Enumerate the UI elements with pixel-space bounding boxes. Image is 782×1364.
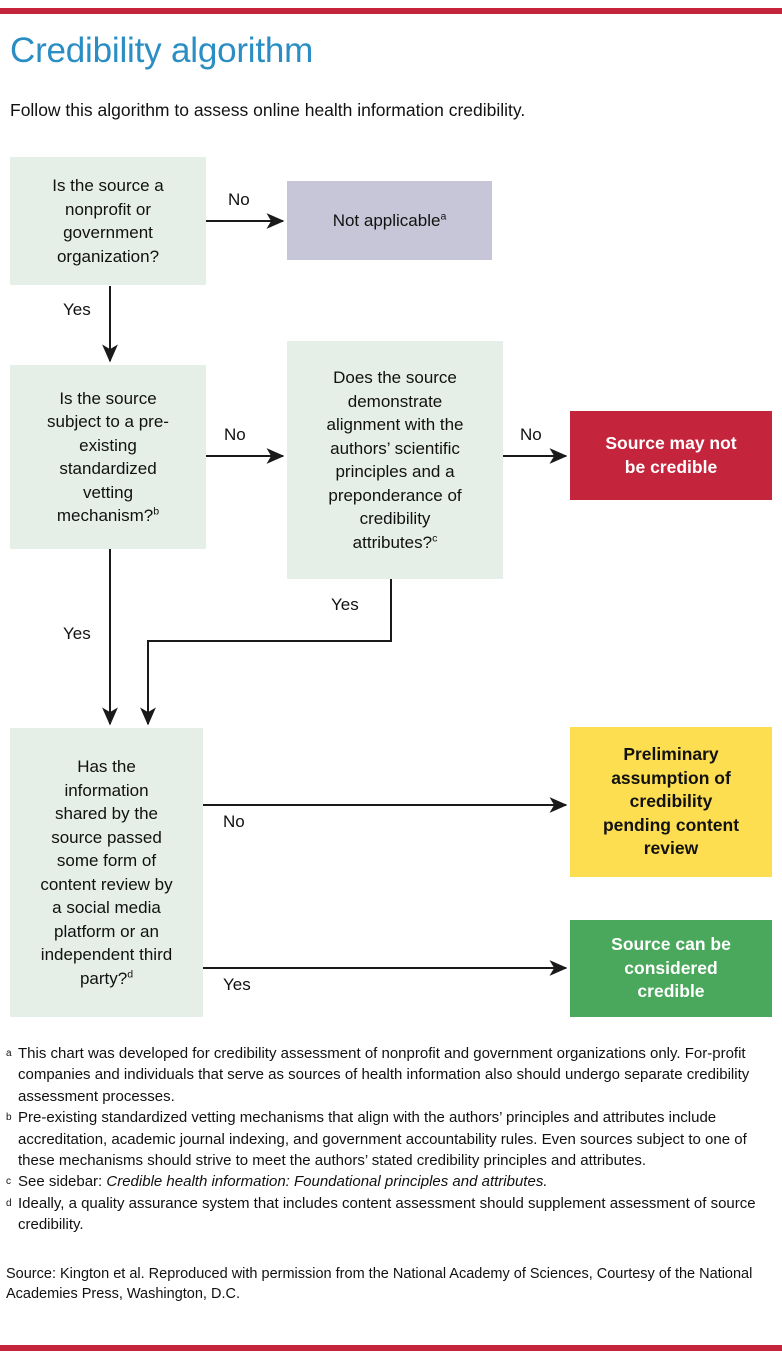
node-text: Is the source a nonprofit or government … bbox=[52, 176, 164, 266]
edge-label-q4-no: No bbox=[223, 812, 245, 831]
node-is-source-nonprofit[interactable]: Is the source a nonprofit or government … bbox=[10, 157, 206, 285]
edge-label-q1-yes: Yes bbox=[63, 300, 91, 319]
footnote-marker: c bbox=[6, 1176, 11, 1188]
top-rule bbox=[0, 8, 782, 14]
node-content-review-passed[interactable]: Has the information shared by the source… bbox=[10, 728, 203, 1017]
source-note: Source: Kington et al. Reproduced with p… bbox=[6, 1266, 753, 1302]
footnote-b: b Pre-existing standardized vetting mech… bbox=[6, 1107, 776, 1171]
footnote-a: a This chart was developed for credibili… bbox=[6, 1043, 776, 1107]
node-text: Source can be considered credible bbox=[611, 934, 731, 1002]
node-preliminary-assumption[interactable]: Preliminary assumption of credibility pe… bbox=[570, 727, 772, 877]
footnote-text: Ideally, a quality assurance system that… bbox=[18, 1194, 756, 1234]
footnote-ref-d: d bbox=[127, 967, 134, 980]
footnote-ref-c: c bbox=[432, 531, 438, 544]
page-subtitle: Follow this algorithm to assess online h… bbox=[10, 100, 526, 120]
footnote-text: See sidebar: bbox=[18, 1173, 107, 1191]
edge-label-q1-no: No bbox=[228, 190, 250, 209]
footnote-italic-title: Credible health information: Foundationa… bbox=[106, 1173, 548, 1191]
node-source-may-not-be-credible[interactable]: Source may not be credible bbox=[570, 411, 772, 500]
footnote-text: This chart was developed for credibility… bbox=[18, 1045, 750, 1105]
node-pre-existing-vetting[interactable]: Is the source subject to a pre- existing… bbox=[10, 365, 206, 549]
node-source-credible[interactable]: Source can be considered credible bbox=[570, 920, 772, 1017]
edge-label-q3-yes: Yes bbox=[331, 595, 359, 614]
node-text: Preliminary assumption of credibility pe… bbox=[602, 744, 740, 859]
node-demonstrates-alignment[interactable]: Does the source demonstrate alignment wi… bbox=[287, 341, 503, 579]
node-text: Does the source demonstrate alignment wi… bbox=[326, 368, 464, 552]
footnote-c: c See sidebar: Credible health informati… bbox=[6, 1171, 776, 1192]
node-not-applicable[interactable]: Not applicablea bbox=[287, 181, 492, 260]
node-text: Has the information shared by the source… bbox=[40, 757, 173, 988]
footnote-marker: a bbox=[6, 1048, 12, 1059]
edge-label-q2-yes: Yes bbox=[63, 624, 91, 643]
bottom-rule bbox=[0, 1345, 782, 1351]
node-text: Is the source subject to a pre- existing… bbox=[47, 388, 169, 526]
page-title: Credibility algorithm bbox=[10, 31, 314, 70]
footnote-marker: b bbox=[6, 1112, 12, 1124]
edge-label-q2-no: No bbox=[224, 425, 246, 444]
edge-label-q3-no: No bbox=[520, 425, 542, 444]
footnotes: a This chart was developed for credibili… bbox=[6, 1043, 776, 1236]
node-text: Source may not be credible bbox=[605, 433, 737, 477]
footnote-marker: d bbox=[6, 1197, 12, 1209]
footnote-ref-a: a bbox=[440, 210, 447, 223]
footnote-d: d Ideally, a quality assurance system th… bbox=[6, 1193, 776, 1236]
footnote-ref-b: b bbox=[153, 505, 160, 518]
edge-label-q4-yes: Yes bbox=[223, 975, 251, 994]
node-text: Not applicablea bbox=[332, 210, 447, 230]
footnote-text: Pre-existing standardized vetting mechan… bbox=[18, 1109, 747, 1170]
